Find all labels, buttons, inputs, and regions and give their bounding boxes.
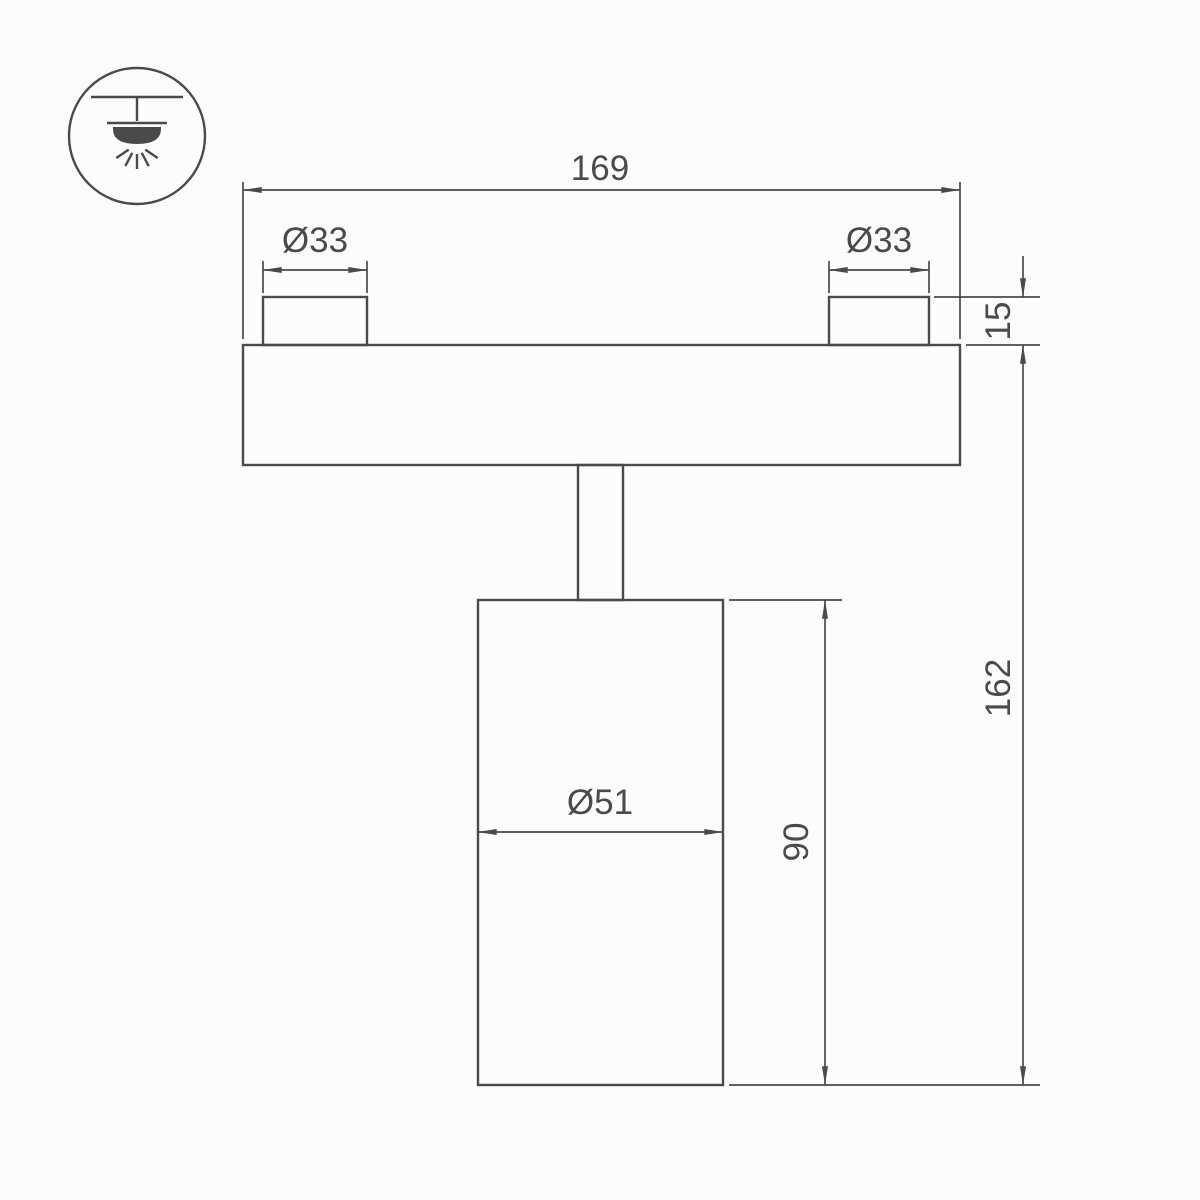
lamp-body: [476, 598, 725, 1087]
icon-lamp-shade: [113, 127, 161, 144]
dim-boss-height: 15: [934, 256, 1040, 346]
icon-light-rays: [115, 148, 159, 169]
light-ray: [124, 152, 134, 167]
dim-right-boss-diameter: Ø33: [828, 221, 930, 293]
dim-body-diameter-label: Ø51: [567, 783, 633, 822]
dim-body-diameter: Ø51: [477, 783, 724, 835]
ceiling-mount-light-icon: [67, 66, 207, 206]
dim-right-boss-diameter-label: Ø33: [846, 221, 912, 260]
light-ray: [144, 148, 159, 159]
track-bar: [241, 343, 962, 467]
right-mounting-boss: [827, 295, 931, 347]
icon-circle: [67, 66, 207, 206]
dim-body-height-label: 90: [777, 823, 816, 862]
dim-left-boss-diameter: Ø33: [262, 221, 368, 293]
light-ray: [140, 152, 150, 167]
dim-total-height: 162: [729, 344, 1040, 1086]
light-ray: [115, 148, 130, 159]
dim-left-boss-diameter-label: Ø33: [282, 221, 348, 260]
left-mounting-boss: [261, 295, 369, 347]
dim-overall-width-label: 169: [571, 149, 629, 188]
dim-overall-width: 169: [242, 149, 961, 339]
dim-total-height-label: 162: [979, 659, 1018, 717]
stem: [576, 463, 625, 602]
dim-boss-height-label: 15: [979, 302, 1018, 341]
dim-body-height: 90: [729, 599, 842, 1086]
fixture-outline: [241, 295, 962, 1087]
